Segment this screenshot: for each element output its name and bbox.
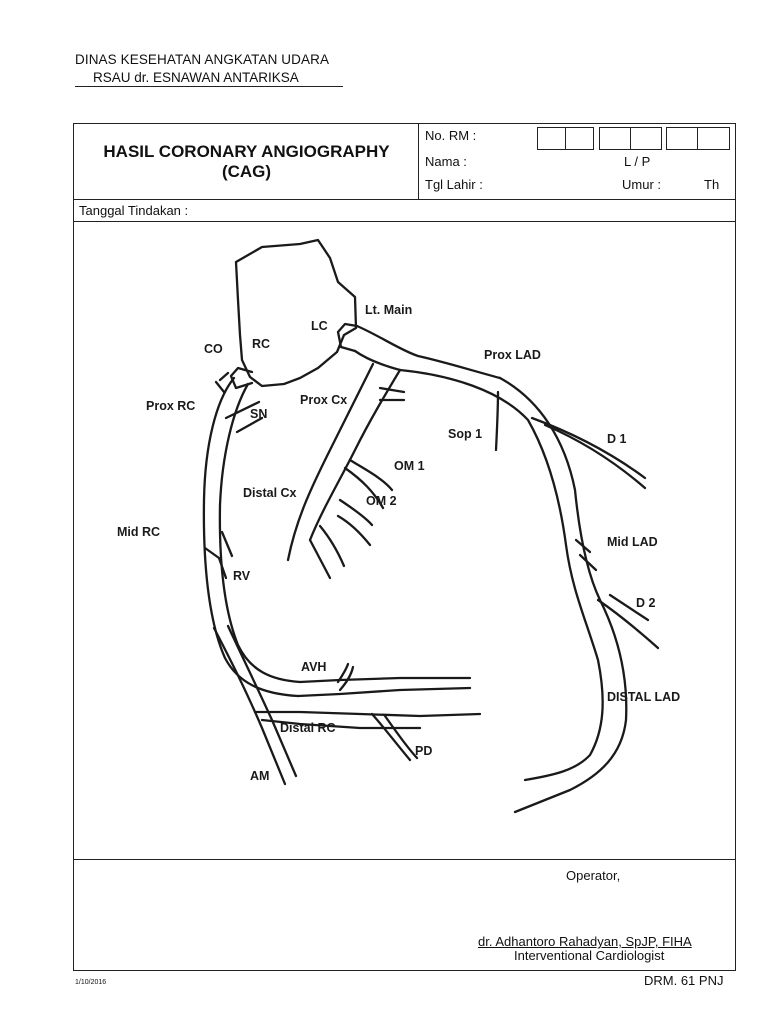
rm-digit-divider [565,127,566,150]
divider-diagram-bottom [73,859,736,860]
rm-digit-box[interactable] [666,127,730,150]
label-distal-rc: Distal RC [280,721,336,735]
label-om2: OM 2 [366,494,397,508]
form-code: DRM. 61 PNJ [644,973,723,988]
label-om1: OM 1 [394,459,425,473]
d1-branch [532,418,645,488]
label-d2: D 2 [636,596,656,610]
label-rv: RV [233,569,251,583]
label-pd: PD [415,744,432,758]
label-am: AM [250,769,269,783]
label-prox-lad: Prox LAD [484,348,541,362]
no-rm-label: No. RM : [425,128,476,143]
label-prox-rc: Prox RC [146,399,195,413]
footer-date: 1/10/2016 [75,979,106,986]
form-subtitle: (CAG) [75,162,418,182]
avh-vessel [298,688,470,696]
nama-label: Nama : [425,154,467,169]
operator-title: Interventional Cardiologist [514,948,664,963]
hospital-name: RSAU dr. ESNAWAN ANTARIKSA [93,70,299,85]
sex-label: L / P [624,154,650,169]
lt-main-vessel [357,326,500,378]
pd-branch [372,714,417,760]
label-lt-main: Lt. Main [365,303,412,317]
divider-title-row [73,199,736,200]
label-distal-lad: DISTAL LAD [607,690,680,704]
rm-digit-divider [630,127,631,150]
rv-branch [205,532,232,578]
label-mid-lad: Mid LAD [607,535,658,549]
sop1-branch [496,392,498,450]
coronary-artery-diagram: LC Lt. Main CO RC Prox LAD Prox RC SN Pr… [74,222,735,859]
umur-label: Umur : [622,177,661,192]
tgl-lahir-label: Tgl Lahir : [425,177,483,192]
label-co: CO [204,342,223,356]
operator-label: Operator, [566,868,620,883]
aortic-root-outline [236,240,356,386]
operator-name: dr. Adhantoro Rahadyan, SpJP, FIHA [478,934,692,949]
rm-digit-divider [697,127,698,150]
label-rc: RC [252,337,270,351]
label-sop1: Sop 1 [448,427,482,441]
label-prox-cx: Prox Cx [300,393,347,407]
label-d1: D 1 [607,432,627,446]
distal-rc-vessel [214,628,285,784]
prox-rc-vessel [204,378,298,696]
tanggal-tindakan-label: Tanggal Tindakan : [79,203,188,218]
label-sn: SN [250,407,267,421]
divider-title-column [418,123,419,200]
om3-branch [310,526,344,578]
label-lc: LC [311,319,328,333]
label-avh: AVH [301,660,326,674]
header-underline [75,86,343,87]
th-label: Th [704,177,719,192]
label-mid-rc: Mid RC [117,525,160,539]
label-distal-cx: Distal Cx [243,486,297,500]
org-name: DINAS KESEHATAN ANGKATAN UDARA [75,52,329,67]
form-title: HASIL CORONARY ANGIOGRAPHY [75,142,418,162]
